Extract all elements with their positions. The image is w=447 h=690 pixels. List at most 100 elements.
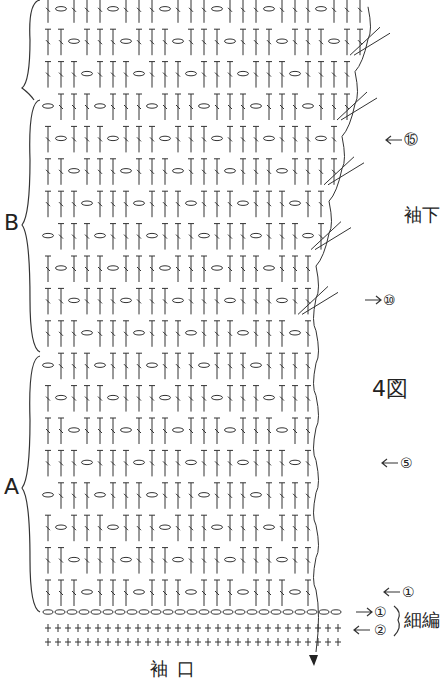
double-crochet [240,159,246,185]
double-crochet [279,483,285,509]
chain-stitch [303,233,314,237]
section-label: 袖口 [150,660,204,678]
double-crochet [175,224,181,250]
double-crochet [305,321,311,347]
double-crochet [71,580,77,606]
chain-stitch [69,169,80,173]
double-crochet [201,515,207,541]
chain-stitch [134,590,145,594]
double-crochet [97,191,103,217]
double-crochet [123,94,129,120]
chain-stitch [69,557,80,561]
double-crochet [58,94,64,120]
double-crochet [84,159,90,185]
single-crochet [185,638,191,646]
single-crochet [195,638,201,646]
row-number: ① [402,585,415,599]
double-crochet [292,288,298,314]
double-crochet [136,483,142,509]
chain-stitch [251,104,262,108]
single-crochet [195,624,201,632]
double-crochet [214,62,220,88]
chain-stitch [82,460,93,464]
double-crochet [201,191,207,217]
double-crochet [58,321,64,347]
chain-stitch [56,395,67,399]
single-crochet [105,624,111,632]
double-crochet [45,288,51,314]
double-crochet [162,353,168,379]
single-crochet [65,638,71,646]
double-crochet [227,321,233,347]
chain-stitch [238,201,249,205]
double-crochet [305,580,311,606]
chain-stitch [225,39,236,43]
double-crochet [84,94,90,120]
chain-stitch [134,331,145,335]
double-crochet [305,191,311,217]
chain-stitch [247,610,257,614]
chain-stitch [251,363,262,367]
single-crochet [55,638,61,646]
chain-stitch [264,7,275,11]
double-crochet [240,0,246,23]
double-crochet [331,126,337,152]
double-crochet [58,62,64,88]
double-crochet [292,159,298,185]
double-crochet [214,94,220,120]
chain-stitch [199,104,210,108]
double-crochet [201,159,207,185]
double-crochet [214,29,220,55]
part-label: B [4,212,19,234]
chain-stitch [238,331,249,335]
double-crochet [188,94,194,120]
double-crochet [253,288,259,314]
double-crochet [253,321,259,347]
double-crochet [240,515,246,541]
single-crochet [215,624,221,632]
bracket [394,606,399,636]
chain-stitch [223,610,233,614]
double-crochet [201,256,207,282]
double-crochet [214,548,220,574]
chain-stitch [121,428,132,432]
double-crochet [240,288,246,314]
arrow [356,608,372,616]
double-crochet [266,224,272,250]
single-crochet [255,638,261,646]
double-crochet [292,0,298,23]
double-crochet [240,418,246,444]
double-crochet [292,94,298,120]
double-crochet [201,321,207,347]
chain-stitch [290,460,301,464]
double-crochet [45,256,51,282]
chain-stitch [277,557,288,561]
chain-stitch [91,610,101,614]
chain-stitch [319,610,329,614]
double-crochet [123,450,129,476]
double-crochet [201,450,207,476]
single-crochet [245,624,251,632]
chain-stitch [108,266,119,270]
double-crochet [149,515,155,541]
double-crochet [123,483,129,509]
double-crochet [188,0,194,23]
chain-stitch [115,610,125,614]
double-crochet [136,0,142,23]
double-crochet [240,353,246,379]
start-mark [309,655,318,666]
chain-stitch [121,39,132,43]
chain-stitch [108,395,119,399]
chain-stitch [186,460,197,464]
double-crochet [188,288,194,314]
double-crochet [149,580,155,606]
double-crochet [240,548,246,574]
chain-stitch [264,136,275,140]
single-crochet [205,638,211,646]
double-crochet [201,62,207,88]
chain-stitch [43,104,54,108]
chain-stitch [160,525,171,529]
double-crochet [331,62,337,88]
double-crochet [136,94,142,120]
double-crochet [227,386,233,412]
